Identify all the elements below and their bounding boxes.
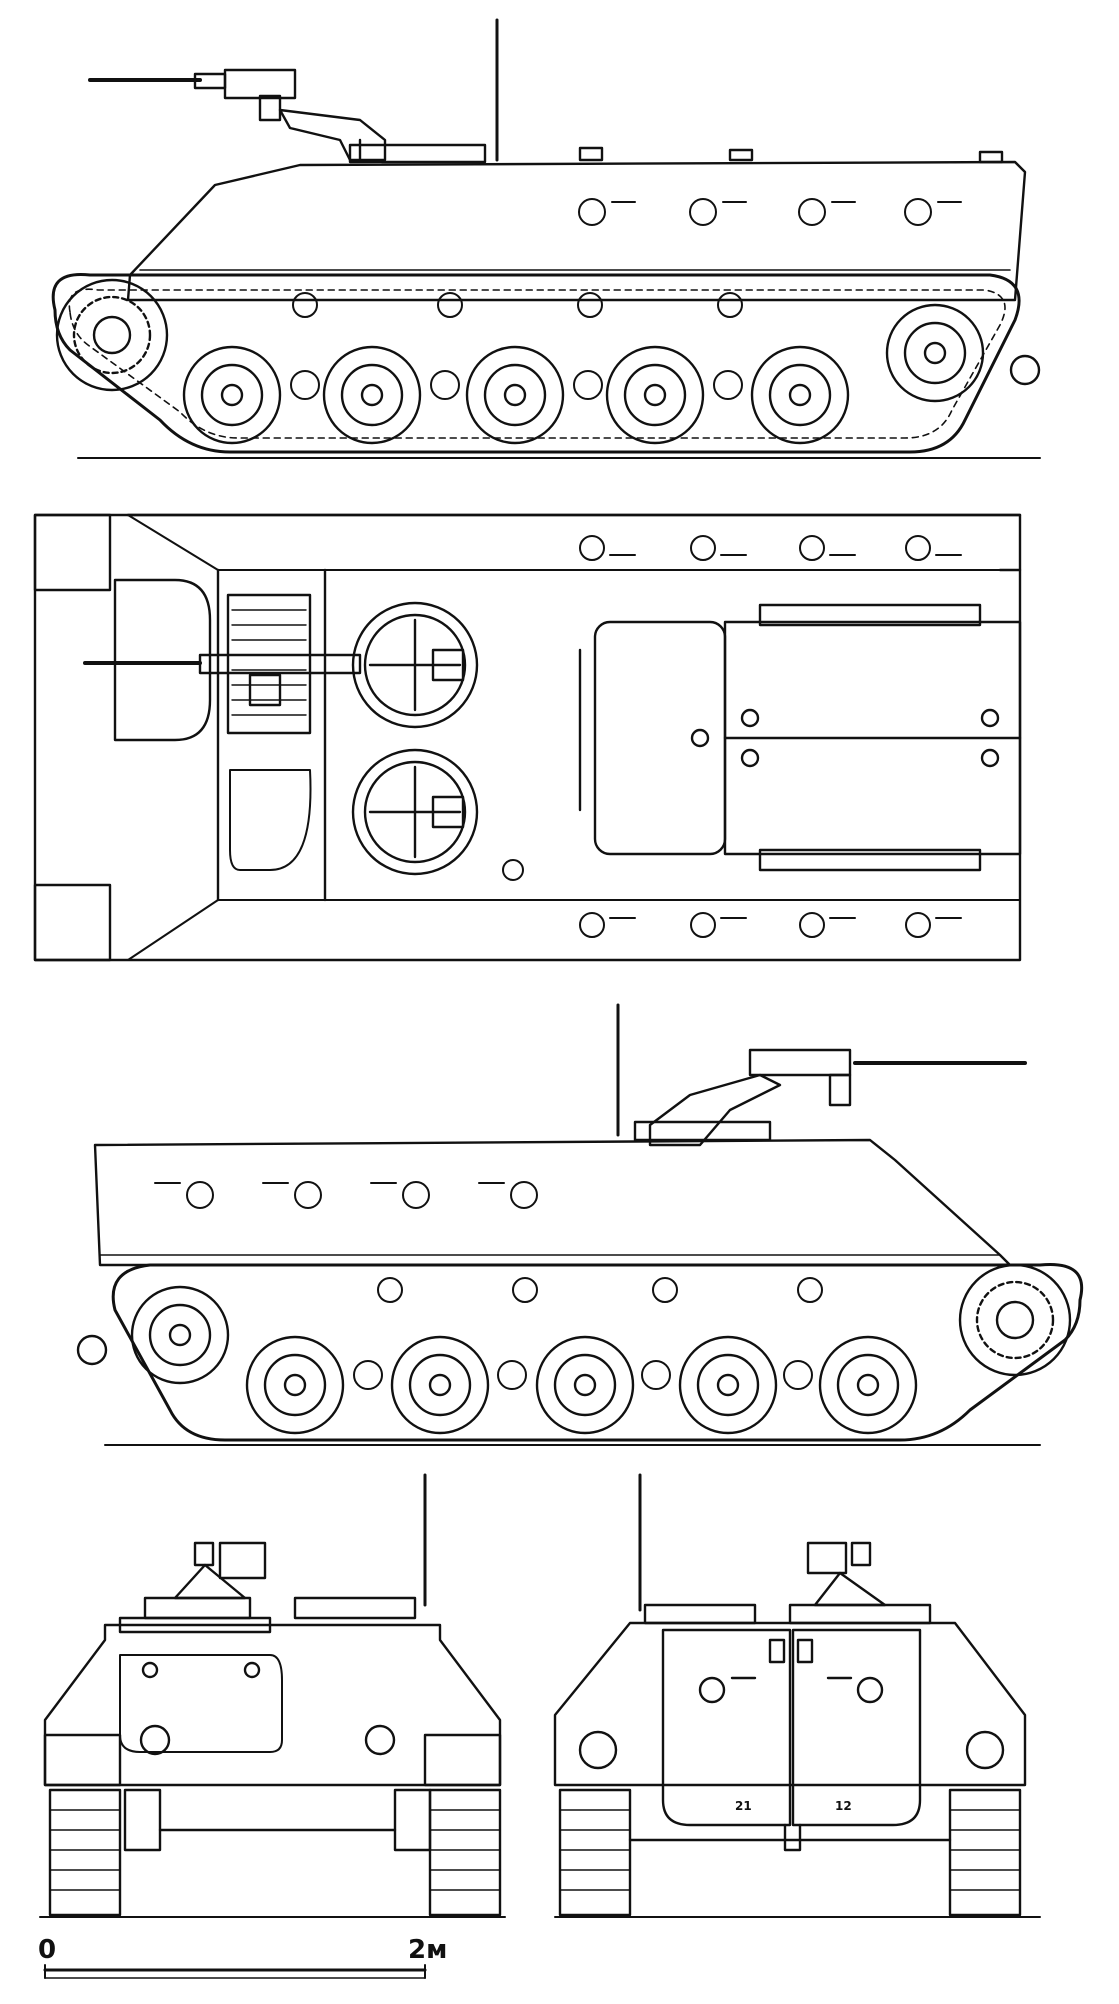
troop-hatch	[578, 603, 1022, 872]
road-wheels-right	[245, 1335, 918, 1435]
right-firing-ports	[154, 1181, 538, 1209]
idler-wheel	[885, 303, 985, 403]
engine-grille	[226, 593, 312, 735]
firing-ports	[578, 198, 962, 226]
scale-start-label: 0	[38, 1935, 56, 1965]
top-view	[33, 513, 1022, 962]
scale-end-label: 2м	[408, 1935, 447, 1965]
machine-gun-right	[648, 1048, 1027, 1147]
drive-sprocket-right	[958, 1263, 1072, 1377]
left-door-marking: 21	[735, 1799, 752, 1813]
track	[51, 272, 1021, 454]
right-door-marking: 12	[835, 1799, 852, 1813]
tow-hook	[1009, 354, 1041, 386]
road-wheels	[182, 345, 850, 445]
hull-side	[126, 160, 1027, 302]
right-side-view	[76, 1003, 1083, 1446]
driver-hatch	[113, 578, 212, 742]
drive-sprocket	[55, 278, 169, 392]
track-right	[111, 1262, 1083, 1442]
scale-bar	[43, 1964, 427, 1979]
return-rollers	[292, 292, 743, 318]
top-machine-gun	[83, 653, 362, 707]
roof-hatch-strip	[348, 143, 487, 164]
rear-view	[39, 1473, 506, 1918]
idler-right	[130, 1285, 230, 1385]
front-view	[553, 1473, 1041, 1918]
machine-gun	[88, 68, 387, 162]
left-side-view	[51, 18, 1041, 459]
commander-hatches	[351, 601, 479, 876]
top-firing-ports	[579, 535, 962, 938]
front-doors	[661, 1628, 922, 1827]
front-hull	[553, 1621, 1027, 1787]
hull-right	[93, 1138, 1012, 1267]
